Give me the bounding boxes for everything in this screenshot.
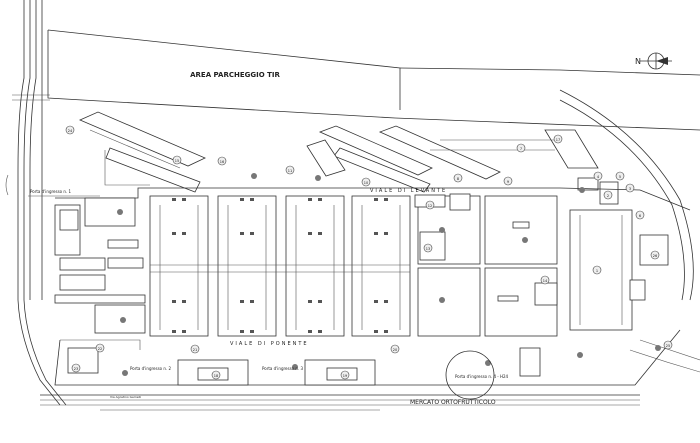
road-bottom-label: Via Agostino Gemelli [110,395,141,399]
marker-18: 18 [211,370,221,380]
svg-text:12: 12 [428,204,432,208]
market-pavilions: VIALE DI LEVANTE VIALE DI PONENTE [149,173,447,347]
svg-text:5: 5 [619,175,621,179]
marker-17: 17 [553,134,563,144]
svg-text:9: 9 [507,180,509,184]
marker-8: 8 [453,173,463,183]
marker-20: 20 [390,344,400,354]
marker-11: 11 [285,165,295,175]
svg-text:3: 3 [629,187,631,191]
right-boundary-road [559,89,700,373]
parking-area: AREA PARCHEGGIO TIR [47,29,700,131]
svg-text:7: 7 [520,147,522,151]
marker-10: 10 [361,177,371,187]
svg-text:19: 19 [343,374,347,378]
svg-text:25: 25 [666,344,670,348]
svg-text:8: 8 [457,177,459,181]
marker-2: 2 [603,190,613,200]
marker-24: 24 [65,125,75,135]
left-rail-lines [5,0,67,406]
svg-text:22: 22 [98,347,102,351]
marker-26: 26 [650,250,660,260]
marker-25: 25 [663,340,673,350]
marker-14: 14 [540,275,550,285]
svg-text:13: 13 [426,247,430,251]
svg-text:1: 1 [596,269,598,273]
compass-rose: N [635,52,672,70]
svg-text:4: 4 [597,175,600,179]
marker-4: 4 [593,171,603,181]
marker-16: 16 [217,156,227,166]
numbered-markers: 24 15 16 11 10 8 9 7 12 13 14 21 20 18 1… [65,125,673,380]
compass-north-label: N [635,57,641,66]
marker-6: 6 [635,210,645,220]
gate-1-label: Porta d'ingresso n. 1 [30,189,71,194]
viale-levante-label: VIALE DI LEVANTE [370,188,447,194]
marker-13: 13 [423,243,433,253]
marker-22: 22 [95,343,105,353]
marker-15: 15 [172,155,182,165]
svg-text:10: 10 [364,181,368,185]
marker-5: 5 [615,171,625,181]
svg-text:15: 15 [175,159,179,163]
marker-21: 21 [190,344,200,354]
svg-text:18: 18 [214,374,218,378]
gate-3-label: Porta d'ingresso n. 3 [262,366,303,371]
svg-text:26: 26 [653,254,657,258]
svg-text:23: 23 [74,367,78,371]
marker-7: 7 [516,143,526,153]
svg-text:24: 24 [68,129,73,133]
svg-text:14: 14 [543,279,548,283]
marker-19: 19 [340,370,350,380]
marker-9: 9 [503,176,513,186]
svg-text:20: 20 [393,348,397,352]
svg-text:16: 16 [220,160,224,164]
svg-text:11: 11 [288,169,292,173]
upper-left-sheds [78,111,501,193]
marker-23: 23 [71,363,81,373]
svg-text:2: 2 [607,194,609,198]
viale-ponente-label: VIALE DI PONENTE [230,341,309,347]
svg-text:6: 6 [639,214,641,218]
marker-12: 12 [425,200,435,210]
marker-1: 1 [592,265,602,275]
right-blocks [414,187,669,377]
left-service-area: Porta d'ingresso n. 1 [28,189,146,374]
bottom-strip: Porta d'ingresso n. 2 Porta d'ingresso n… [100,350,509,411]
marker-3: 3 [625,183,635,193]
gate-4-label: Porta d'ingresso n. 4 - H24 [455,374,509,379]
gate-2-label: Porta d'ingresso n. 2 [130,366,171,371]
svg-text:17: 17 [556,138,560,142]
svg-text:21: 21 [193,348,197,352]
parking-area-label: AREA PARCHEGGIO TIR [190,71,280,79]
market-label: MERCATO ORTOFRUTTICOLO [410,399,496,406]
